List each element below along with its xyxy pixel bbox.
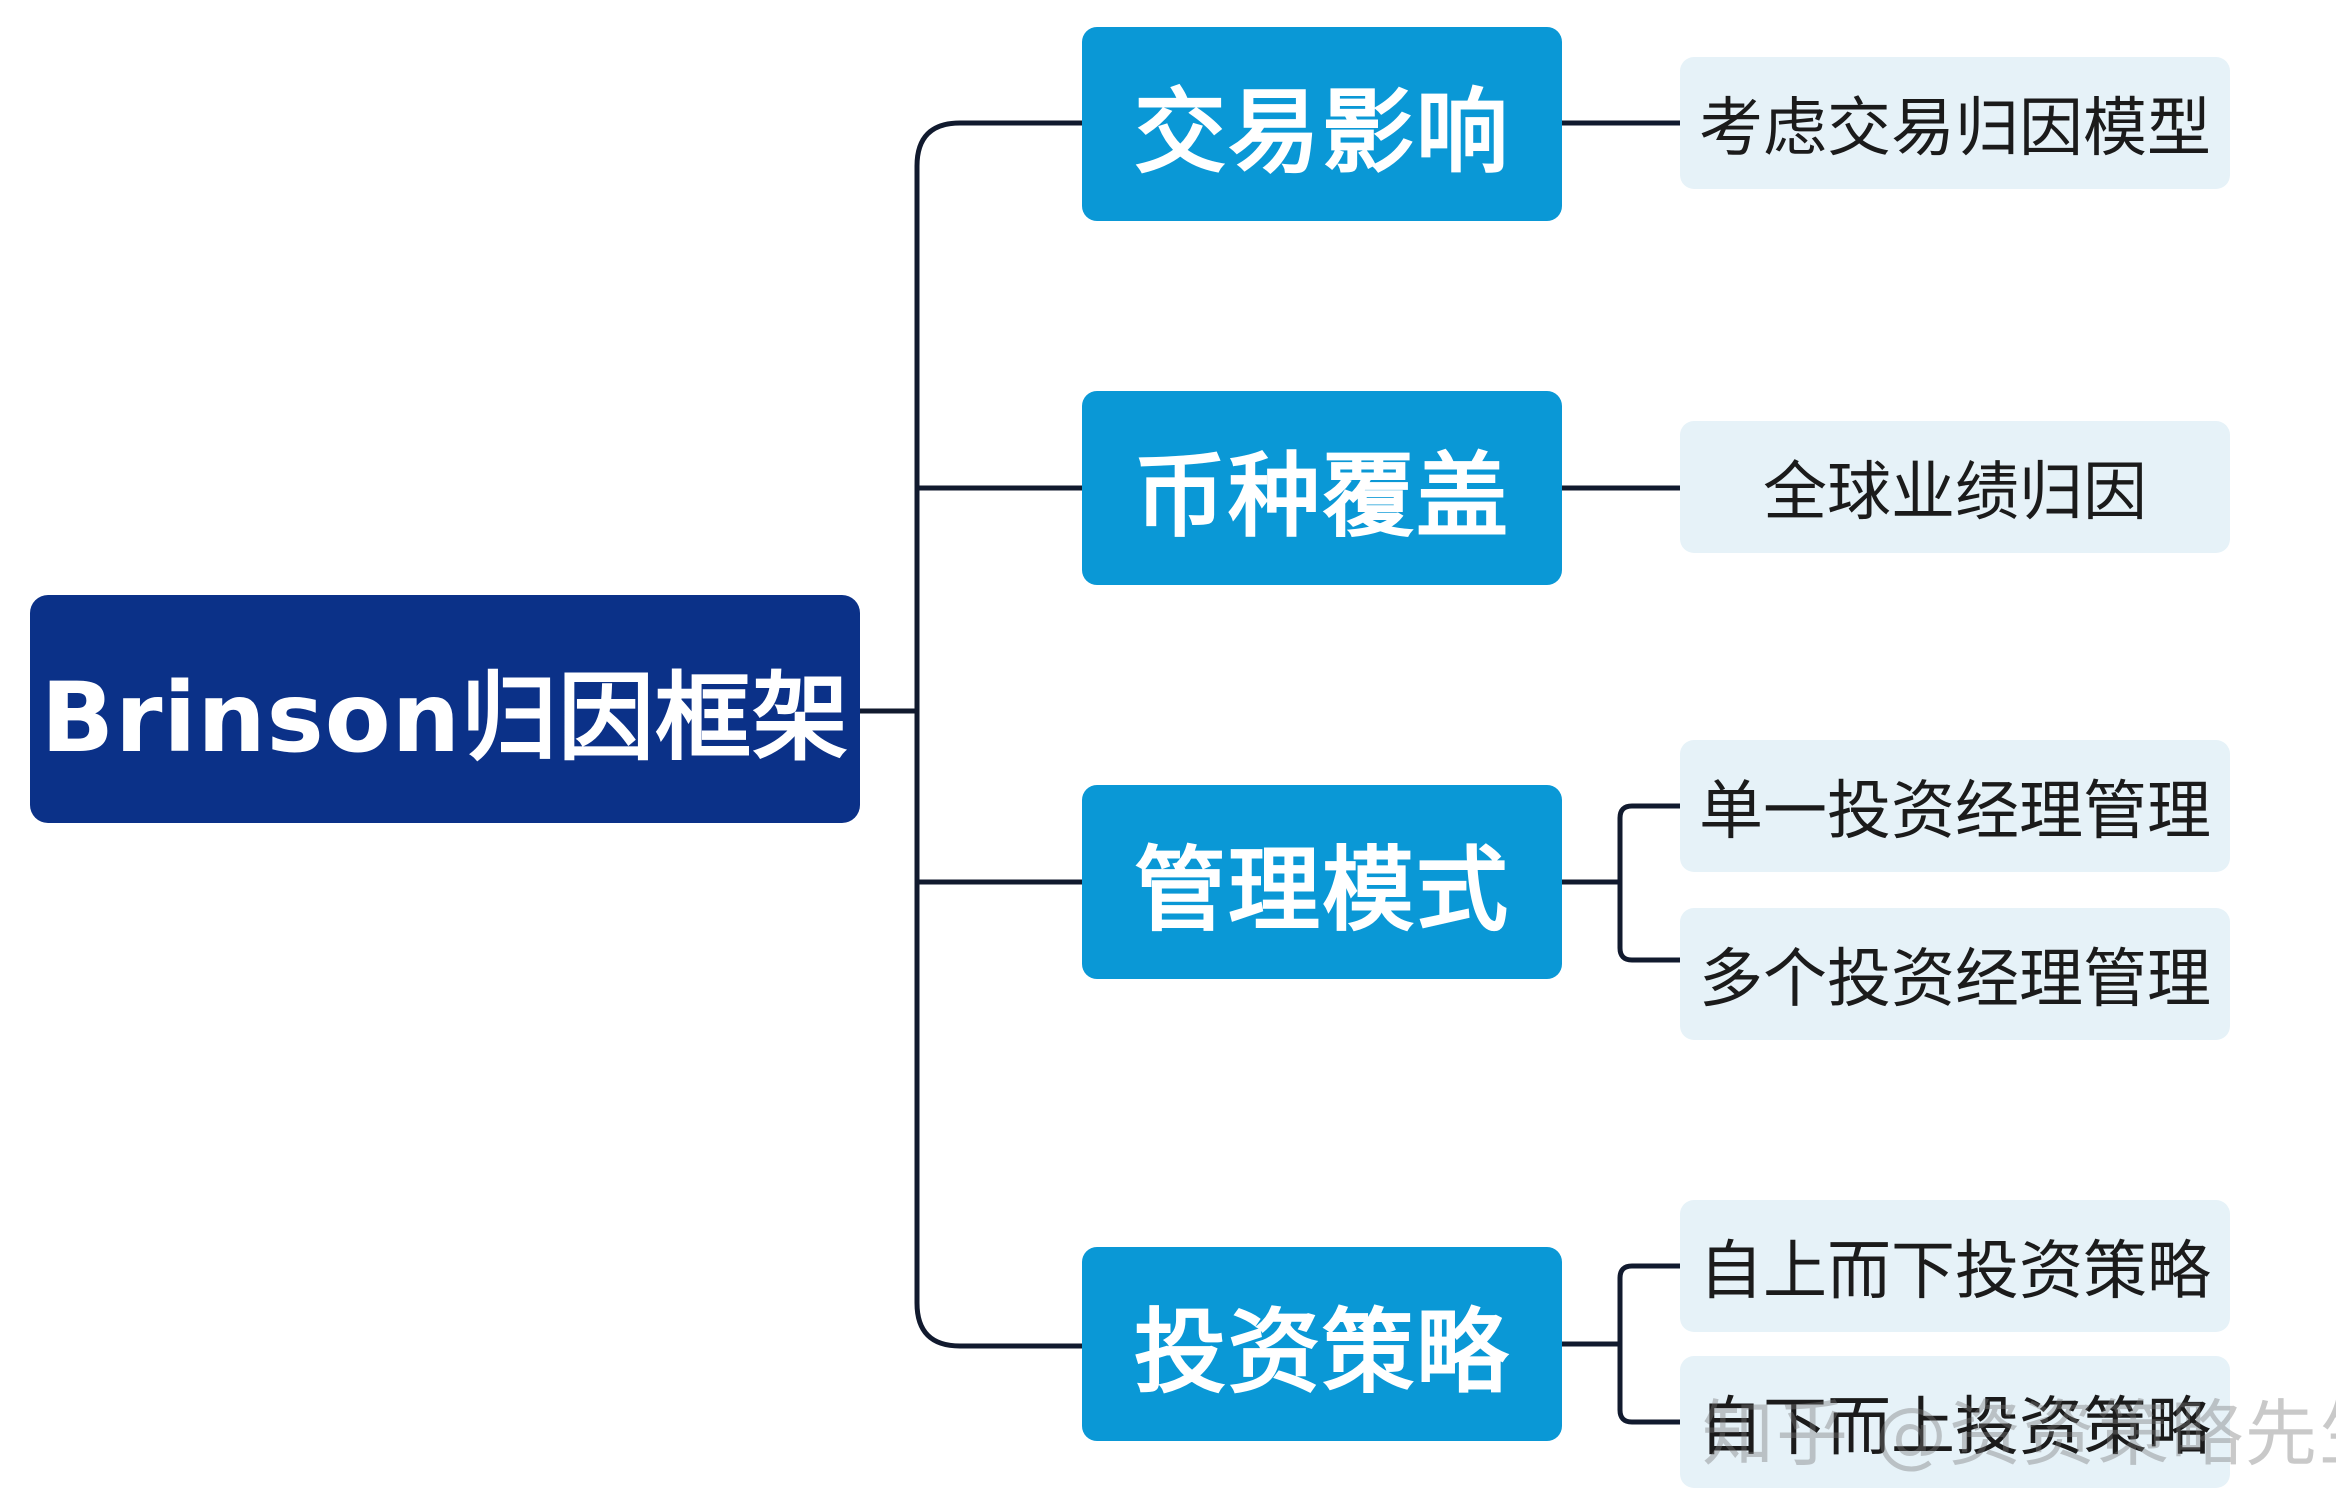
leaf-node: 单一投资经理管理 — [1680, 740, 2230, 872]
leaf-node: 自上而下投资策略 — [1680, 1200, 2230, 1332]
leaf-connector-3 — [1559, 803, 1683, 963]
branch-label: 管理模式 — [1133, 836, 1510, 944]
branch-label: 交易影响 — [1133, 78, 1510, 186]
leaf-label: 自上而下投资策略 — [1699, 1235, 2211, 1309]
leaf-label: 多个投资经理管理 — [1699, 943, 2211, 1017]
branch-label: 币种覆盖 — [1133, 442, 1510, 550]
branch-node-management: 管理模式 — [1082, 785, 1562, 979]
leaf-label: 全球业绩归因 — [1763, 456, 2147, 530]
root-node: Brinson归因框架 — [30, 595, 860, 823]
branch-node-trade-impact: 交易影响 — [1082, 27, 1562, 221]
leaf-connector-4 — [1559, 1263, 1683, 1425]
leaf-node: 自下而上投资策略 — [1680, 1356, 2230, 1488]
root-label: Brinson归因框架 — [40, 661, 850, 774]
leaf-node: 全球业绩归因 — [1680, 421, 2230, 553]
branch-node-currency: 币种覆盖 — [1082, 391, 1562, 585]
branch-label: 投资策略 — [1133, 1298, 1510, 1406]
watermark: 知乎 @资资策略先生 — [1702, 1392, 2336, 1476]
leaf-node: 考虑交易归因模型 — [1680, 57, 2230, 189]
leaf-label: 自下而上投资策略 — [1699, 1391, 2211, 1465]
branch-node-strategy: 投资策略 — [1082, 1247, 1562, 1441]
leaf-node: 多个投资经理管理 — [1680, 908, 2230, 1040]
leaf-label: 单一投资经理管理 — [1699, 775, 2211, 849]
trunk-line — [914, 120, 1085, 1349]
leaf-label: 考虑交易归因模型 — [1699, 92, 2211, 166]
